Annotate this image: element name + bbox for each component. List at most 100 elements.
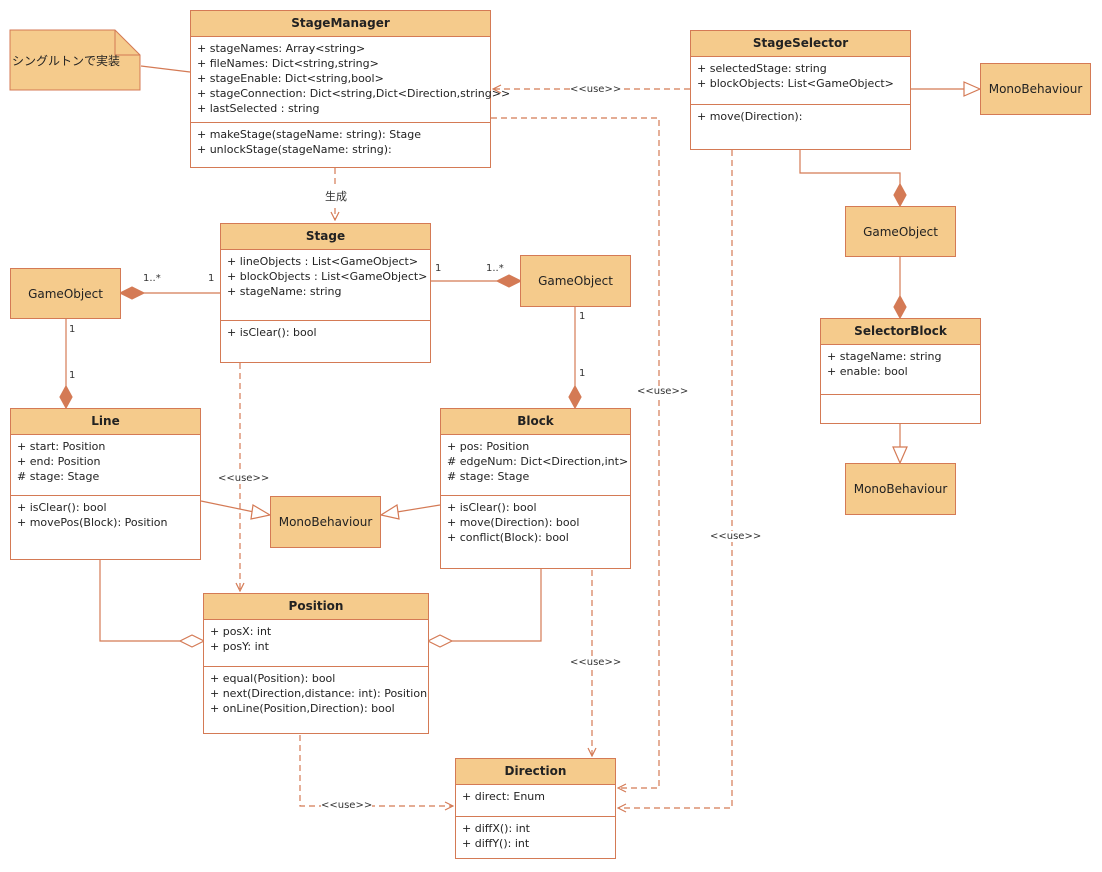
- class-name: Block: [441, 409, 630, 435]
- mono-behaviour-selector-block[interactable]: MonoBehaviour: [845, 463, 956, 515]
- attribute-row: + pos: Position: [447, 440, 530, 453]
- attribute-row: # edgeNum: Dict<Direction,int>: [447, 455, 629, 468]
- game-object-right[interactable]: GameObject: [520, 255, 631, 307]
- class-selector-block[interactable]: SelectorBlock + stageName: string+ enabl…: [820, 318, 981, 424]
- class-line[interactable]: Line + start: Position+ end: Position# s…: [10, 408, 201, 560]
- attribute-row: + enable: bool: [827, 365, 908, 378]
- attribute-row: + blockObjects : List<GameObject>: [227, 270, 428, 283]
- use-label-position-direction: <<use>>: [321, 800, 373, 811]
- method-row: + isClear(): bool: [227, 326, 317, 339]
- mult-go-left-top: 1: [69, 324, 76, 335]
- method-row: + unlockStage(stageName: string):: [197, 143, 392, 156]
- attribute-row: + selectedStage: string: [697, 62, 827, 75]
- methods: + makeStage(stageName: string): Stage+ u…: [191, 122, 490, 161]
- selector-generalization-head: [963, 81, 982, 97]
- go-left-line-diamond: [59, 384, 73, 410]
- note-link: [140, 65, 191, 73]
- block-generalization: [396, 504, 441, 513]
- attribute-row: + lineObjects : List<GameObject>: [227, 255, 419, 268]
- go-right-block-diamond: [568, 384, 582, 410]
- mult-right-one: 1: [435, 263, 442, 274]
- methods: + isClear(): bool: [221, 320, 430, 344]
- block-generalization-head: [379, 504, 400, 520]
- use-position-direction: [299, 735, 453, 806]
- attributes: + selectedStage: string+ blockObjects: L…: [691, 57, 910, 104]
- attribute-row: + stageName: string: [827, 350, 942, 363]
- class-stage[interactable]: Stage + lineObjects : List<GameObject>+ …: [220, 223, 431, 363]
- line-generalization: [200, 500, 255, 513]
- selector-composition-diamond: [893, 182, 907, 208]
- line-position-aggregation: [99, 560, 180, 642]
- attributes: + direct: Enum: [456, 785, 615, 816]
- method-row: + diffY(): int: [462, 837, 530, 850]
- use-label-manager-direction: <<use>>: [637, 386, 689, 397]
- generate-label: 生成: [325, 188, 347, 204]
- selectorblock-generalization-head: [892, 446, 908, 465]
- methods: + diffX(): int + diffY(): int: [456, 816, 615, 855]
- note-shape: [9, 29, 141, 91]
- use-label-selector-direction: <<use>>: [710, 531, 762, 542]
- attributes: + posX: int+ posY: int: [204, 620, 428, 666]
- mult-go-right-top: 1: [579, 311, 586, 322]
- method-row: + move(Direction):: [697, 110, 803, 123]
- stage-go-right-diamond: [495, 274, 523, 288]
- mult-go-left-bottom: 1: [69, 370, 76, 381]
- block-position-aggregation-diamond: [426, 634, 454, 648]
- methods: + isClear(): bool + movePos(Block): Posit…: [11, 495, 200, 534]
- attributes: + lineObjects : List<GameObject> + blockO…: [221, 250, 430, 320]
- line-position-aggregation-diamond: [178, 634, 206, 648]
- mult-left-one: 1: [208, 273, 215, 284]
- methods: + isClear(): bool+ move(Direction): bool…: [441, 495, 630, 549]
- attribute-row: + stageConnection: Dict<string,Dict<Dire…: [197, 87, 511, 100]
- use-manager-direction: [491, 117, 660, 788]
- singleton-note: シングルトンで実装: [10, 30, 140, 90]
- attributes: + stageNames: Array<string> + fileNames: …: [191, 37, 511, 122]
- game-object-left[interactable]: GameObject: [10, 268, 121, 319]
- note-text: シングルトンで実装: [11, 53, 120, 68]
- methods: + move(Direction):: [691, 104, 910, 128]
- class-block[interactable]: Block + pos: Position # edgeNum: Dict<Dir…: [440, 408, 631, 569]
- mono-behaviour-center[interactable]: MonoBehaviour: [270, 496, 381, 548]
- mult-right-many: 1..*: [486, 263, 504, 274]
- line-generalization-head: [250, 504, 272, 520]
- attributes: + start: Position + end: Position # stage:…: [11, 435, 200, 495]
- class-direction[interactable]: Direction + direct: Enum + diffX(): int+…: [455, 758, 616, 859]
- methods: [821, 394, 980, 403]
- method-row: + next(Direction,distance: int): Positio…: [210, 687, 428, 700]
- methods: + equal(Position): bool + next(Direction,…: [204, 666, 428, 720]
- attribute-row: + start: Position: [17, 440, 106, 453]
- class-stage-manager[interactable]: StageManager + stageNames: Array<string>…: [190, 10, 511, 168]
- mono-behaviour-selector[interactable]: MonoBehaviour: [980, 63, 1091, 115]
- attribute-row: + lastSelected : string: [197, 102, 320, 115]
- game-object-selector[interactable]: GameObject: [845, 206, 956, 257]
- go-selectorblock-diamond: [893, 294, 907, 320]
- attribute-row: # stage: Stage: [17, 470, 100, 483]
- selector-composition: [799, 150, 901, 185]
- stage-go-left-diamond: [118, 286, 146, 300]
- attribute-row: + posY: int: [210, 640, 269, 653]
- method-row: + move(Direction): bool: [447, 516, 580, 529]
- mult-go-right-bottom: 1: [579, 368, 586, 379]
- class-stage-selector[interactable]: StageSelector + selectedStage: string+ b…: [690, 30, 911, 150]
- method-row: + conflict(Block): bool: [447, 531, 569, 544]
- use-label-block-direction: <<use>>: [570, 657, 622, 668]
- attributes: + stageName: string + enable: bool: [821, 345, 980, 394]
- use-label-manager-selector: <<use>>: [570, 84, 622, 95]
- method-row: + diffX(): int: [462, 822, 530, 835]
- attribute-row: + stageEnable: Dict<string,bool>: [197, 72, 384, 85]
- method-row: + onLine(Position,Direction): bool: [210, 702, 395, 715]
- attribute-row: + end: Position: [17, 455, 101, 468]
- use-selector-direction: [618, 150, 733, 808]
- class-name: Stage: [221, 224, 430, 250]
- mult-left-many: 1..*: [143, 273, 161, 284]
- method-row: + movePos(Block): Position: [17, 516, 168, 529]
- class-name: StageManager: [191, 11, 490, 37]
- class-position[interactable]: Position + posX: int+ posY: int + equal(…: [203, 593, 429, 734]
- method-row: + isClear(): bool: [17, 501, 107, 514]
- attribute-row: + fileNames: Dict<string,string>: [197, 57, 379, 70]
- method-row: + equal(Position): bool: [210, 672, 336, 685]
- attribute-row: + stageName: string: [227, 285, 342, 298]
- attribute-row: + stageNames: Array<string>: [197, 42, 366, 55]
- attribute-row: + direct: Enum: [462, 790, 545, 803]
